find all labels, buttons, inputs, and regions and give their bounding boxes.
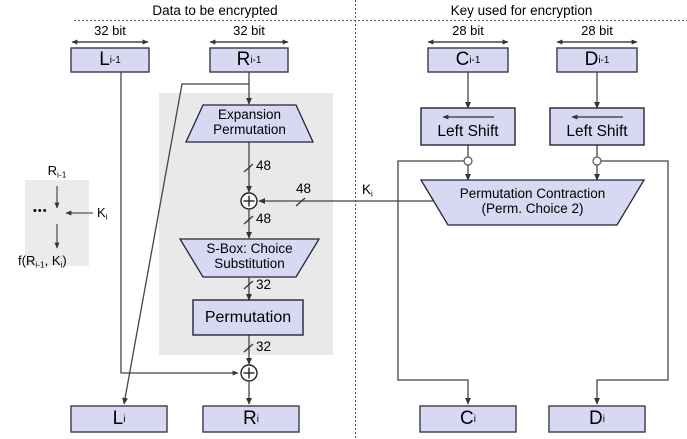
register-box-r-prev[interactable] [209, 47, 289, 73]
width-label-l-prev: 32 bit [94, 23, 126, 38]
width-label-c-prev: 28 bit [452, 23, 484, 38]
left-shift-block-c[interactable] [420, 107, 516, 146]
expansion-permutation-shape[interactable] [184, 104, 315, 143]
expansion-permutation-label: Expansion Permutation [186, 107, 313, 137]
perm-contraction-line-1: Permutation Contraction [459, 186, 606, 201]
register-box-l-prev[interactable] [70, 47, 150, 73]
bit-label-perm-out: 32 [256, 339, 272, 354]
wire-lprev-to-xor [120, 72, 239, 376]
register-box-c-next[interactable] [419, 405, 517, 433]
left-shift-block-d[interactable] [549, 107, 645, 146]
tick-xor-out [243, 215, 254, 225]
wire-djunction-to-dnext [594, 160, 669, 405]
sbox-line-1: S-Box: Choice [206, 241, 293, 256]
legend-output-label: f(Ri-1, Ki) [18, 253, 67, 269]
expansion-line-1: Expansion [217, 107, 282, 122]
expansion-line-2: Permutation [213, 122, 286, 137]
legend-key-label: Ki [97, 205, 108, 221]
perm-contraction-shape[interactable] [419, 179, 646, 226]
width-label-d-prev: 28 bit [581, 23, 613, 38]
legend-output-suffix: ) [62, 253, 67, 268]
tick-perm-out [243, 343, 254, 353]
legend-input-label: Ri-1 [25, 163, 89, 179]
wire-rprev-to-lnext [122, 83, 249, 405]
sbox-label: S-Box: Choice Substitution [180, 241, 319, 271]
legend-input-base: R [47, 163, 58, 178]
bit-label-key-in: 48 [296, 181, 312, 196]
sbox-shape[interactable] [178, 238, 321, 278]
header-right: Key used for encryption [450, 3, 593, 18]
legend-key-sub: i [105, 211, 108, 222]
register-box-d-prev[interactable] [556, 47, 638, 73]
register-box-r-next[interactable] [202, 405, 300, 433]
tick-expansion-out [243, 163, 254, 173]
legend-output-sub1: i-1 [35, 259, 45, 270]
legend-output-mid: , K [44, 253, 61, 268]
junction-dot-c [463, 156, 473, 166]
bit-label-expansion-out: 48 [256, 158, 272, 173]
header-left: Data to be encrypted [152, 3, 278, 18]
permutation-block[interactable] [192, 299, 304, 336]
subkey-sub: i [371, 188, 373, 199]
width-label-r-prev: 32 bit [233, 23, 265, 38]
bit-label-xor-out: 48 [256, 211, 272, 226]
tick-key-in [295, 197, 306, 207]
register-box-c-prev[interactable] [427, 47, 509, 73]
subkey-base: K [362, 182, 372, 197]
legend-output-prefix: f(R [18, 253, 36, 268]
subkey-label: Ki [362, 182, 373, 198]
perm-contraction-label: Permutation Contraction (Perm. Choice 2) [421, 186, 644, 216]
legend-key-base: K [97, 205, 106, 220]
sbox-line-2: Substitution [214, 256, 285, 271]
junction-dot-d [592, 156, 602, 166]
tick-sbox-out [243, 280, 254, 290]
legend-dots: ••• [33, 205, 48, 217]
bit-label-sbox-out: 32 [256, 277, 272, 292]
perm-contraction-line-2: (Perm. Choice 2) [481, 201, 584, 216]
wire-cjunction-to-cnext [397, 160, 471, 405]
register-box-l-next[interactable] [70, 405, 168, 433]
register-box-d-next[interactable] [548, 405, 646, 433]
legend-input-sub: i-1 [57, 169, 67, 180]
legend-output-sub2: i [60, 259, 63, 270]
